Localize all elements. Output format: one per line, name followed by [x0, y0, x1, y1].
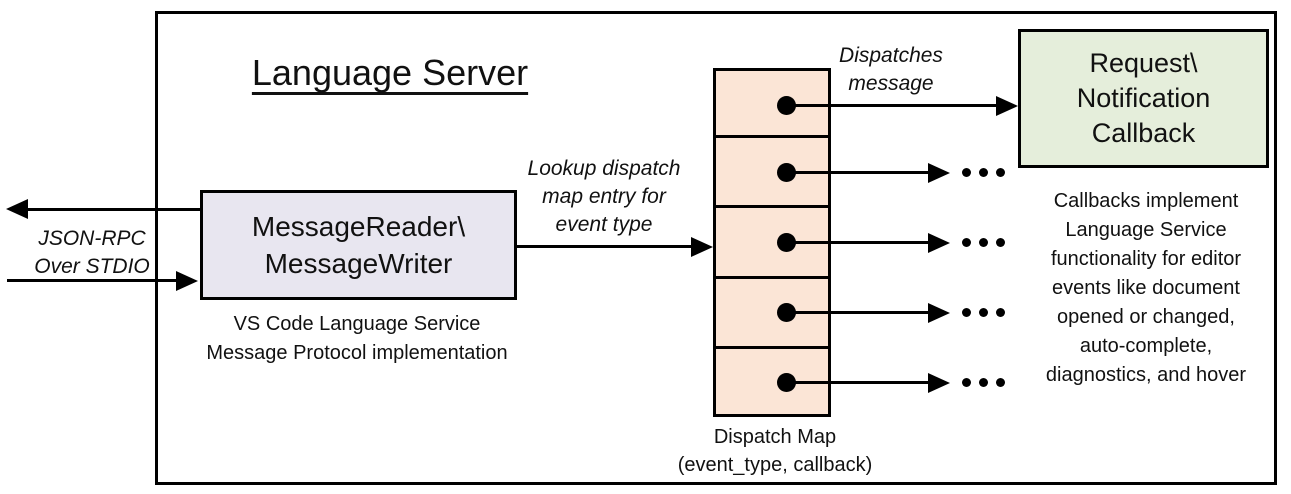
arrow-right-icon — [928, 373, 950, 393]
message-caption-line: VS Code Language Service — [233, 313, 481, 335]
stdio-in-line — [7, 279, 179, 282]
dispatch-map-divider — [713, 276, 831, 279]
callback-note-line: events like document — [1052, 277, 1240, 299]
ellipsis-icon — [962, 168, 1005, 177]
language-server-frame — [155, 11, 1277, 485]
map-caption-line: Dispatch Map — [713, 426, 837, 448]
callback-note-line: functionality for editor — [1050, 248, 1242, 270]
dispatch-line-3 — [786, 241, 930, 244]
dispatch-line-5 — [786, 381, 930, 384]
message-box-label-line: MessageReader\ — [251, 211, 466, 242]
callback-box-label-line: Request\ — [1089, 48, 1198, 78]
lookup-label-line: event type — [555, 213, 653, 236]
arrow-right-icon — [928, 163, 950, 183]
lookup-label: Lookup dispatch map entry for event type — [504, 155, 704, 239]
slot-pointer-dot — [777, 233, 796, 252]
request-notification-callback-box: Request\ Notification Callback — [1018, 29, 1269, 168]
stdio-label-line: Over STDIO — [34, 255, 150, 278]
ellipsis-icon — [962, 308, 1005, 317]
dispatch-map-divider — [713, 135, 831, 138]
slot-pointer-dot — [777, 373, 796, 392]
dispatches-label-line: Dispatches — [839, 44, 943, 67]
callback-note-line: Callbacks implement — [1053, 190, 1239, 212]
arrow-right-icon — [176, 271, 198, 291]
callback-note-line: auto-complete, — [1079, 335, 1213, 357]
slot-pointer-dot — [777, 96, 796, 115]
message-reader-writer-box: MessageReader\ MessageWriter — [200, 190, 517, 300]
message-box-caption: VS Code Language Service Message Protoco… — [177, 310, 537, 368]
dispatch-map-divider — [713, 346, 831, 349]
lookup-line — [517, 245, 694, 248]
dispatch-map-caption: Dispatch Map (event_type, callback) — [655, 423, 895, 479]
dispatches-label-line: message — [848, 72, 934, 95]
callback-box-label-line: Notification — [1076, 83, 1211, 113]
lookup-label-line: map entry for — [542, 185, 666, 208]
arrow-right-icon — [996, 96, 1018, 116]
callback-note-line: Language Service — [1065, 219, 1227, 241]
arrow-right-icon — [928, 303, 950, 323]
slot-pointer-dot — [777, 303, 796, 322]
message-box-label-line: MessageWriter — [264, 248, 453, 279]
dispatch-line-2 — [786, 171, 930, 174]
dispatch-line-1 — [786, 104, 998, 107]
callback-note-line: opened or changed, — [1057, 306, 1235, 328]
arrow-right-icon — [691, 237, 713, 257]
ellipsis-icon — [962, 378, 1005, 387]
slot-pointer-dot — [777, 163, 796, 182]
callback-note-line: diagnostics, and hover — [1045, 364, 1247, 386]
stdio-label-line: JSON-RPC — [38, 227, 146, 250]
stdio-label: JSON-RPC Over STDIO — [12, 225, 172, 281]
ellipsis-icon — [962, 238, 1005, 247]
map-caption-line: (event_type, callback) — [677, 454, 873, 476]
dispatch-map-divider — [713, 205, 831, 208]
dispatch-line-4 — [786, 311, 930, 314]
arrow-left-icon — [6, 199, 28, 219]
diagram-title: Language Server — [251, 52, 529, 93]
lookup-label-line: Lookup dispatch — [527, 157, 681, 180]
arrow-right-icon — [928, 233, 950, 253]
callback-box-label-line: Callback — [1091, 118, 1196, 148]
message-caption-line: Message Protocol implementation — [206, 342, 508, 364]
dispatches-label: Dispatches message — [801, 42, 981, 98]
stdio-out-line — [26, 208, 202, 211]
callback-note: Callbacks implement Language Service fun… — [1013, 187, 1279, 390]
